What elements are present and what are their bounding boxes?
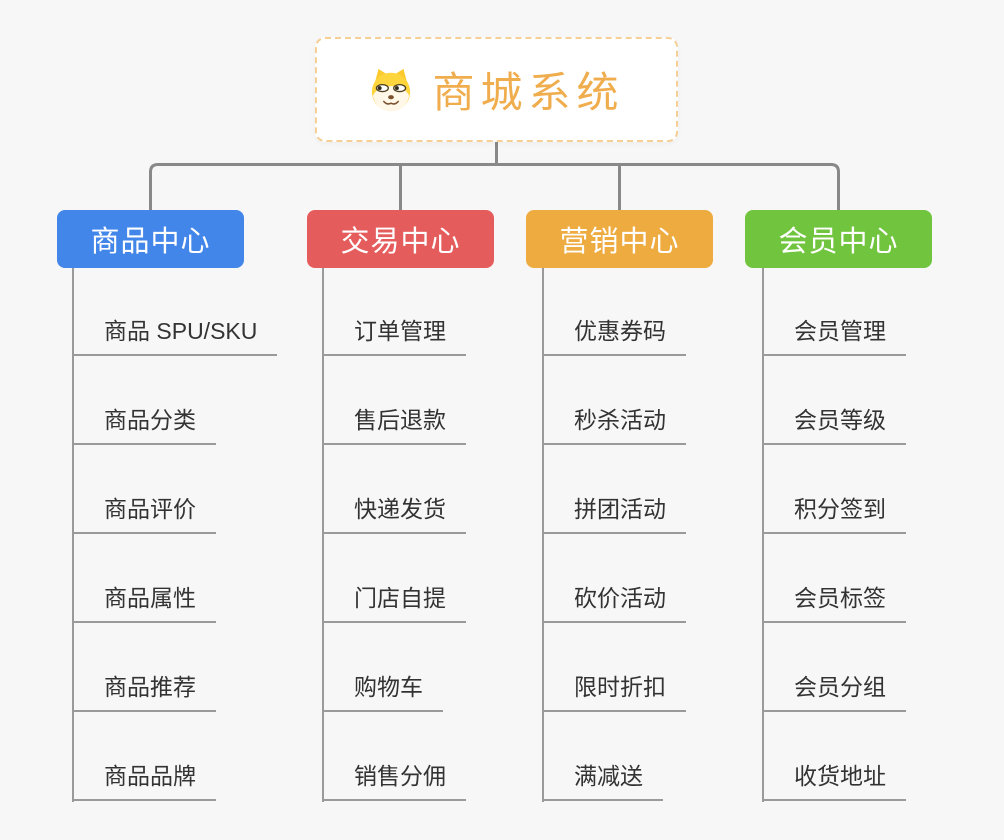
child-connector-line: [542, 268, 544, 802]
leaf-node[interactable]: 商品品牌: [72, 759, 216, 801]
leaf-node[interactable]: 收货地址: [762, 759, 906, 801]
leaf-node[interactable]: 会员分组: [762, 670, 906, 712]
leaf-node[interactable]: 满减送: [542, 759, 663, 801]
branch-node-trade-center[interactable]: 交易中心: [307, 210, 494, 268]
leaf-node[interactable]: 订单管理: [322, 314, 466, 356]
leaf-node[interactable]: 商品评价: [72, 492, 216, 534]
leaf-node[interactable]: 售后退款: [322, 403, 466, 445]
branch-node-product-center[interactable]: 商品中心: [57, 210, 244, 268]
branch-node-marketing-center[interactable]: 营销中心: [526, 210, 713, 268]
branch-rail-line: [149, 163, 840, 210]
branch-children-member-center: 会员管理 会员等级 积分签到 会员标签 会员分组 收货地址: [762, 268, 982, 808]
leaf-node[interactable]: 优惠券码: [542, 314, 686, 356]
leaf-node[interactable]: 拼团活动: [542, 492, 686, 534]
leaf-node[interactable]: 会员等级: [762, 403, 906, 445]
child-connector-line: [322, 268, 324, 802]
leaf-node[interactable]: 会员管理: [762, 314, 906, 356]
leaf-node[interactable]: 商品 SPU/SKU: [72, 314, 278, 356]
branch-children-product-center: 商品 SPU/SKU 商品分类 商品评价 商品属性 商品推荐 商品品牌: [72, 268, 292, 808]
leaf-node[interactable]: 限时折扣: [542, 670, 686, 712]
branch-label: 会员中心: [778, 226, 899, 258]
leaf-node[interactable]: 门店自提: [322, 581, 466, 623]
leaf-node[interactable]: 会员标签: [762, 581, 906, 623]
branch-label: 营销中心: [559, 226, 680, 258]
branch-children-trade-center: 订单管理 售后退款 快递发货 门店自提 购物车 销售分佣: [322, 268, 542, 808]
root-node[interactable]: 商城系统: [315, 37, 678, 142]
leaf-node[interactable]: 商品推荐: [72, 670, 216, 712]
leaf-node[interactable]: 销售分佣: [322, 759, 466, 801]
child-connector-line: [762, 268, 764, 802]
leaf-node[interactable]: 购物车: [322, 670, 443, 712]
root-title: 商城系统: [432, 69, 625, 116]
branch-children-marketing-center: 优惠券码 秒杀活动 拼团活动 砍价活动 限时折扣 满减送: [542, 268, 762, 808]
branch-label: 交易中心: [340, 226, 461, 258]
leaf-node[interactable]: 商品属性: [72, 581, 216, 623]
leaf-node[interactable]: 快递发货: [322, 492, 466, 534]
branch-label: 商品中心: [90, 226, 211, 258]
branch-node-member-center[interactable]: 会员中心: [745, 210, 932, 268]
leaf-node[interactable]: 商品分类: [72, 403, 216, 445]
leaf-node[interactable]: 秒杀活动: [542, 403, 686, 445]
leaf-node[interactable]: 砍价活动: [542, 581, 686, 623]
dog-face-icon: [368, 67, 414, 113]
leaf-node[interactable]: 积分签到: [762, 492, 906, 534]
child-connector-line: [72, 268, 74, 802]
